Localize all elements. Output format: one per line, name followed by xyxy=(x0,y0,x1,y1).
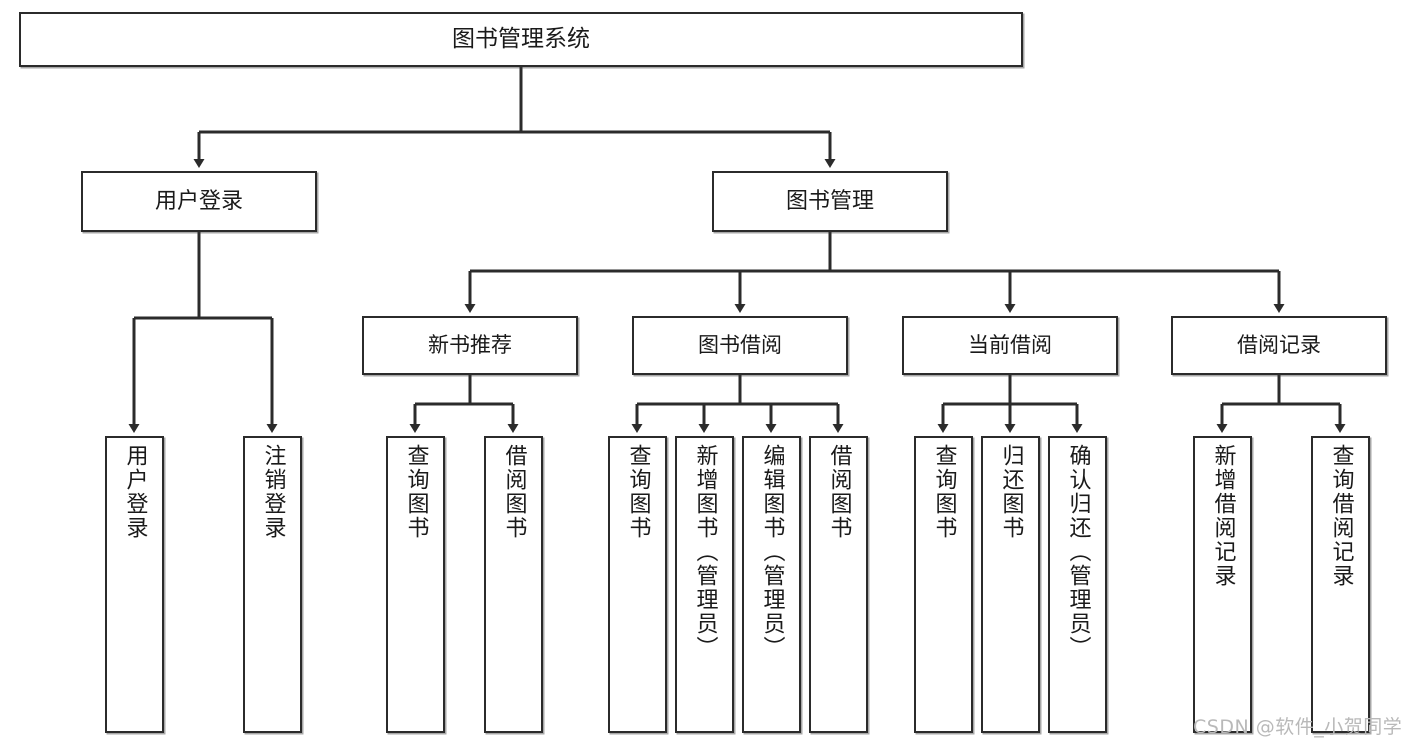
leaf-new-book-borrow[interactable]: 借阅图书 xyxy=(484,436,543,733)
node-label: 注销登录 xyxy=(260,444,286,540)
node-borrow-record[interactable]: 借阅记录 xyxy=(1171,316,1387,375)
leaf-user-login-logout[interactable]: 注销登录 xyxy=(243,436,302,733)
leaf-book-borrow-edit[interactable]: 编辑图书（管理员） xyxy=(742,436,801,733)
leaf-book-borrow-add[interactable]: 新增图书（管理员） xyxy=(675,436,734,733)
node-root-system[interactable]: 图书管理系统 xyxy=(19,12,1023,67)
leaf-borrow-record-query[interactable]: 查询借阅记录 xyxy=(1311,436,1370,733)
node-label: 图书管理系统 xyxy=(452,25,590,52)
leaf-current-borrow-confirm[interactable]: 确认归还（管理员） xyxy=(1048,436,1107,733)
node-label: 新增图书（管理员） xyxy=(692,444,718,660)
leaf-new-book-query[interactable]: 查询图书 xyxy=(386,436,445,733)
node-book-management[interactable]: 图书管理 xyxy=(712,171,948,232)
node-label: 查询图书 xyxy=(403,444,429,540)
node-label: 新增借阅记录 xyxy=(1210,444,1236,588)
node-label: 借阅图书 xyxy=(826,444,852,540)
node-label: 查询图书 xyxy=(931,444,957,540)
node-user-login[interactable]: 用户登录 xyxy=(81,171,317,232)
node-new-book-recommend[interactable]: 新书推荐 xyxy=(362,316,578,375)
node-label: 借阅图书 xyxy=(501,444,527,540)
node-label: 借阅记录 xyxy=(1237,333,1321,358)
node-label: 新书推荐 xyxy=(428,333,512,358)
node-current-borrow[interactable]: 当前借阅 xyxy=(902,316,1118,375)
node-label: 用户登录 xyxy=(122,444,148,540)
node-label: 查询借阅记录 xyxy=(1328,444,1354,588)
leaf-borrow-record-add[interactable]: 新增借阅记录 xyxy=(1193,436,1252,733)
node-label: 图书管理 xyxy=(785,188,874,214)
leaf-book-borrow-query[interactable]: 查询图书 xyxy=(608,436,667,733)
leaf-user-login-login[interactable]: 用户登录 xyxy=(105,436,164,733)
node-label: 图书借阅 xyxy=(698,333,782,358)
leaf-current-borrow-return[interactable]: 归还图书 xyxy=(981,436,1040,733)
node-label: 用户登录 xyxy=(154,188,243,214)
node-label: 归还图书 xyxy=(998,444,1024,540)
csdn-watermark: CSDN @软件_小贺同学 xyxy=(1193,716,1403,738)
node-label: 查询图书 xyxy=(625,444,651,540)
leaf-book-borrow-borrow[interactable]: 借阅图书 xyxy=(809,436,868,733)
node-label: 当前借阅 xyxy=(968,333,1052,358)
node-book-borrow[interactable]: 图书借阅 xyxy=(632,316,848,375)
node-label: 编辑图书（管理员） xyxy=(759,444,785,660)
node-label: 确认归还（管理员） xyxy=(1065,444,1091,660)
leaf-current-borrow-query[interactable]: 查询图书 xyxy=(914,436,973,733)
